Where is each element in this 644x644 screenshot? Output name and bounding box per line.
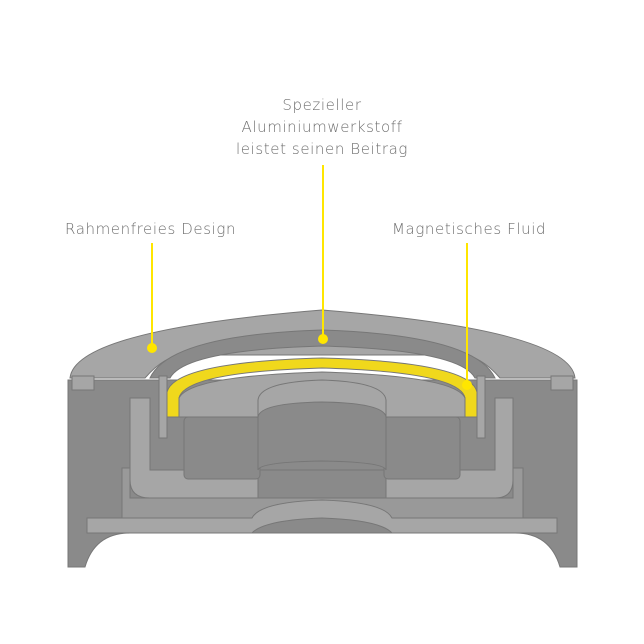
label-line: leistet seinen Beitrag (235, 140, 409, 158)
pole-piece (257, 401, 387, 471)
magnet-left (183, 416, 261, 480)
label-magnetic-fluid: Magnetisches Fluid (392, 220, 547, 238)
callout-dot-fluid (462, 380, 472, 390)
aluminium-diaphragm (149, 329, 496, 379)
label-line: Aluminiumwerkstoff (241, 118, 403, 136)
callout-dot-frameless (147, 343, 157, 353)
callout-dot-aluminium (318, 334, 328, 344)
label-line: Spezieller (282, 96, 362, 114)
label-frameless-design: Rahmenfreies Design (65, 220, 237, 238)
bottom-plate (86, 499, 558, 534)
magnet-right (383, 416, 461, 480)
label-aluminium-material: Spezieller Aluminiumwerkstoff leistet se… (200, 94, 444, 160)
